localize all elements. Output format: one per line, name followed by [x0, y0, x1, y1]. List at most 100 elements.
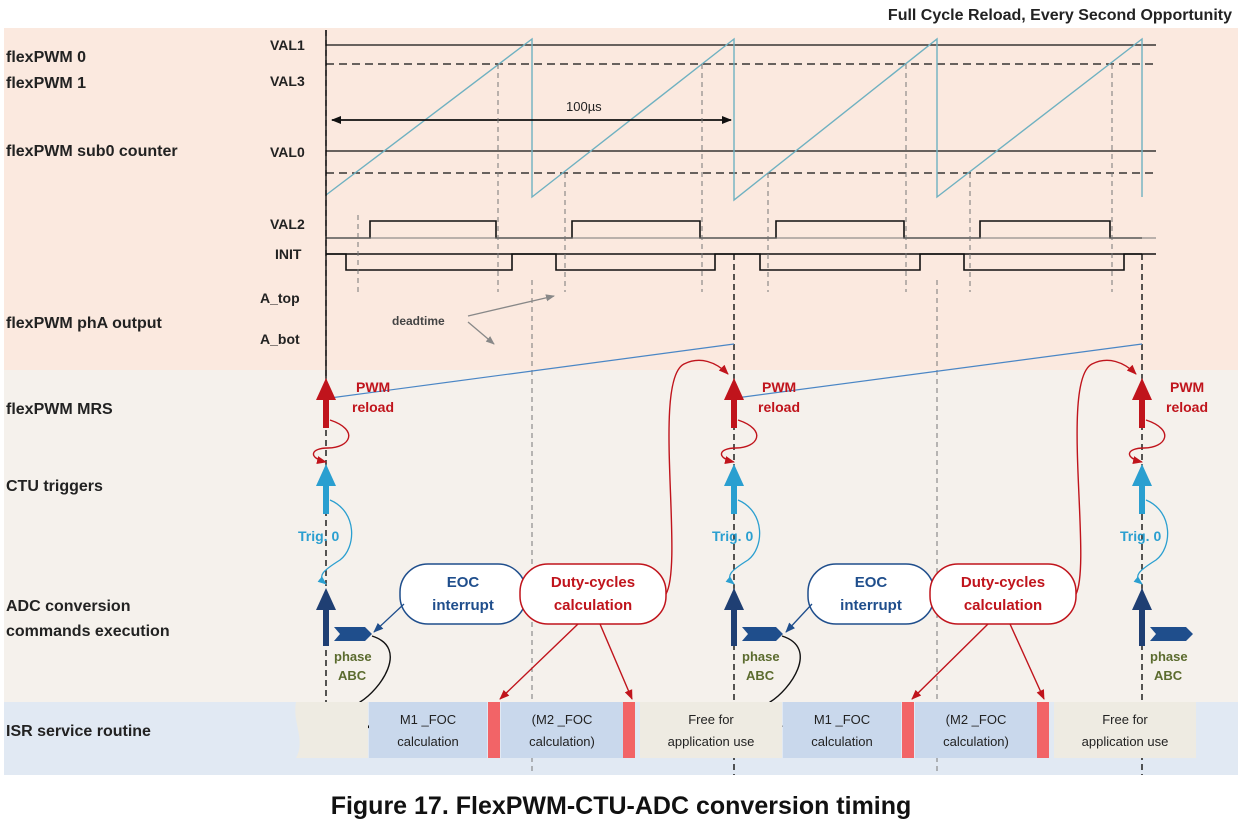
reload-arrow-head: [316, 378, 336, 400]
row-label-pwm1: flexPWM 1: [6, 75, 86, 92]
adc-arrows: [316, 588, 1152, 646]
signal-labels: VAL1 VAL3 VAL0 VAL2 INIT A_top A_bot: [260, 37, 305, 347]
m2-foc-box-2: [915, 702, 1037, 758]
ctu-to-adc-links: [317, 499, 1169, 585]
m2-text-1b: calculation): [529, 734, 595, 749]
adc-arrow-shaft: [323, 608, 329, 646]
red-bar: [1037, 702, 1049, 758]
duty-link: [1009, 623, 1045, 700]
row-label-adc-1: ADC conversion: [6, 598, 130, 615]
deadtime-label: deadtime: [392, 314, 445, 328]
phase-block-3: [1150, 627, 1193, 641]
isr-boxes: M1 _FOC calculation (M2 _FOC calculation…: [295, 702, 1196, 758]
duty-bubble-1: [519, 563, 667, 625]
ramp-segment-1: [325, 37, 1143, 202]
eoc-text-2b: interrupt: [840, 597, 902, 614]
adc-arrow-shaft: [1139, 608, 1145, 646]
duty-link: [599, 623, 633, 700]
phase-label-1b: ABC: [338, 668, 367, 683]
row-label-mrs: flexPWM MRS: [6, 401, 113, 418]
eoc-text-2a: EOC: [855, 574, 888, 591]
eoc-bubble-2: [807, 563, 935, 625]
reload-arrow-head: [724, 378, 744, 400]
duty-text-2b: calculation: [964, 597, 1042, 614]
slope-line-1: [329, 343, 735, 399]
reload-labels: PWM reload PWM reload PWM reload: [352, 379, 1208, 415]
phase-label-2a: phase: [742, 649, 780, 664]
adc-arrow-head: [1132, 588, 1152, 610]
reload-label-1a: PWM: [356, 379, 390, 395]
adc-arrow-head: [724, 588, 744, 610]
duty-text-1b: calculation: [554, 597, 632, 614]
row-label-ctu: CTU triggers: [6, 478, 103, 495]
m1-foc-box-1: [369, 702, 487, 758]
reload-arrow-3: [1132, 378, 1152, 428]
duty-link: [499, 623, 579, 700]
free-text-2b: application use: [1082, 734, 1169, 749]
phase-label-2b: ABC: [746, 668, 775, 683]
m1-foc-box-2: [783, 702, 901, 758]
period-dimension: 100µs: [331, 99, 732, 124]
mrs-arrows: [316, 378, 1152, 428]
adc-arrow-shaft: [731, 608, 737, 646]
free-box-1: [640, 702, 782, 758]
deadtime-annotation: deadtime: [392, 294, 555, 345]
row-label-counter: flexPWM sub0 counter: [6, 143, 178, 160]
eoc-text-1b: interrupt: [432, 597, 494, 614]
m1-text-1a: M1 _FOC: [400, 712, 456, 727]
cyan-link: [1133, 499, 1169, 585]
ctu-arrow-2: [724, 464, 744, 514]
counter-ramp: [325, 37, 1143, 202]
slope-line-2: [735, 343, 1143, 399]
eoc-link-2: [785, 603, 813, 633]
figure-caption: Figure 17. FlexPWM-CTU-ADC conversion ti…: [330, 792, 912, 820]
reload-label-3a: PWM: [1170, 379, 1204, 395]
row-labels: flexPWM 0 flexPWM 1 flexPWM sub0 counter…: [6, 49, 178, 740]
red-bar: [623, 702, 635, 758]
reload-arrow-shaft: [731, 398, 737, 428]
header-title: Full Cycle Reload, Every Second Opportun…: [888, 7, 1232, 24]
m2-text-2b: calculation): [943, 734, 1009, 749]
duty-bubbles: Duty-cycles calculation Duty-cycles calc…: [519, 563, 1077, 625]
projection-lines: [357, 64, 1113, 775]
reload-arrow-shaft: [1139, 398, 1145, 428]
reference-lines: [326, 44, 1156, 174]
ctu-arrow-head: [316, 464, 336, 486]
ctu-arrow-3: [1132, 464, 1152, 514]
signal-a-top: A_top: [260, 290, 300, 306]
trigger-label-1: Trig. 0: [298, 528, 339, 544]
signal-init: INIT: [275, 246, 302, 262]
reload-arrow-2: [724, 378, 744, 428]
adc-arrow-1: [316, 588, 336, 646]
reload-arrow-head: [1132, 378, 1152, 400]
phase-labels: phase ABC phase ABC phase ABC: [334, 649, 1188, 683]
phase-label-1a: phase: [334, 649, 372, 664]
m1-text-1b: calculation: [397, 734, 458, 749]
reload-to-ctu-links: [312, 419, 1166, 464]
trigger-label-3: Trig. 0: [1120, 528, 1161, 544]
duty-to-reload-link: [665, 359, 729, 595]
m2-foc-box-1: [501, 702, 623, 758]
ctu-arrow-head: [1132, 464, 1152, 486]
duty-text-2a: Duty-cycles: [961, 574, 1045, 591]
duty-text-1a: Duty-cycles: [551, 574, 635, 591]
trigger-label-2: Trig. 0: [712, 528, 753, 544]
reload-arrow-1: [316, 378, 336, 428]
duty-links: [499, 359, 1137, 700]
signal-val2: VAL2: [270, 216, 305, 232]
adc-arrow-2: [724, 588, 744, 646]
ctu-arrow-shaft: [731, 484, 737, 514]
reload-label-1b: reload: [352, 399, 394, 415]
cyan-link: [725, 499, 761, 585]
free-text-1b: application use: [668, 734, 755, 749]
slope-lines: [329, 343, 1143, 399]
ctu-arrow-1: [316, 464, 336, 514]
phase-block-2: [742, 627, 783, 641]
adc-arrow-head: [316, 588, 336, 610]
signal-val1: VAL1: [270, 37, 305, 53]
adc-arrow-3: [1132, 588, 1152, 646]
ctu-arrows: [316, 464, 1152, 514]
eoc-bubbles: EOC interrupt EOC interrupt: [373, 563, 935, 633]
duty-to-reload-link: [1075, 359, 1137, 595]
